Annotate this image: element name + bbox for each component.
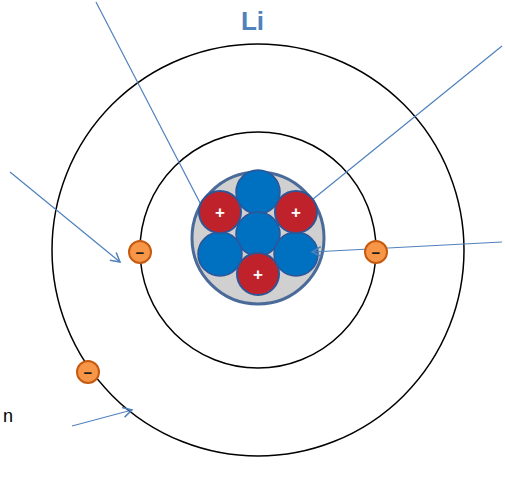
label-text: n bbox=[3, 406, 13, 428]
electron-particle: − bbox=[76, 360, 100, 384]
leader-line bbox=[312, 242, 502, 252]
proton-particle: + bbox=[274, 190, 318, 234]
charge-plus: + bbox=[253, 266, 263, 283]
charge-minus: − bbox=[372, 245, 381, 260]
charge-minus: − bbox=[136, 245, 145, 260]
leader-line bbox=[72, 410, 132, 426]
electron-particle: − bbox=[364, 240, 388, 264]
leader-line bbox=[10, 172, 120, 262]
neutron bbox=[236, 212, 280, 256]
electron-particle: − bbox=[128, 240, 152, 264]
element-symbol: Li bbox=[0, 6, 505, 37]
charge-minus: − bbox=[84, 365, 93, 380]
proton-particle: + bbox=[236, 252, 280, 296]
proton-particle: + bbox=[198, 190, 242, 234]
outer-shell bbox=[52, 44, 464, 456]
leader-line bbox=[96, 2, 212, 226]
neutron bbox=[274, 232, 318, 276]
charge-plus: + bbox=[291, 204, 301, 221]
leader-line bbox=[302, 46, 502, 208]
charge-plus: + bbox=[215, 204, 225, 221]
